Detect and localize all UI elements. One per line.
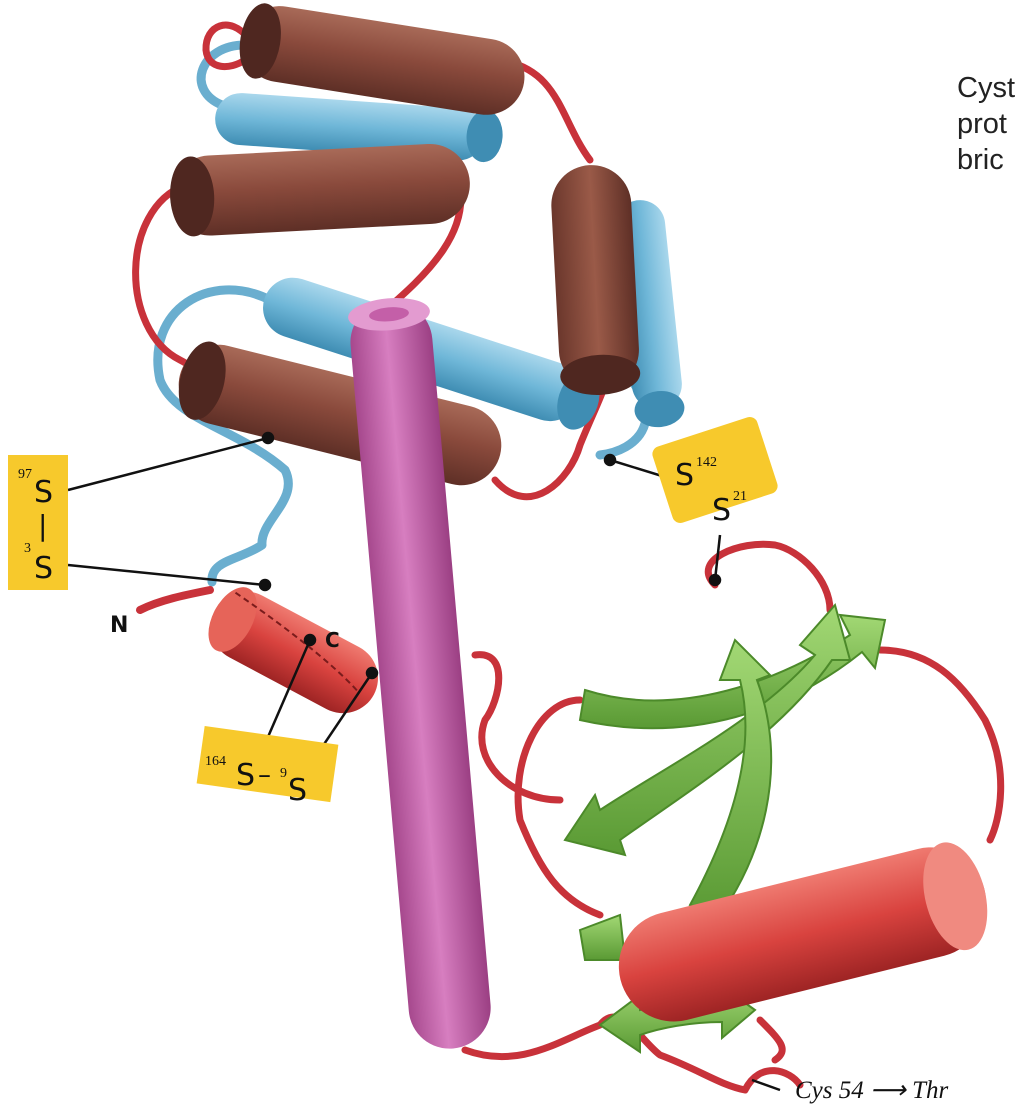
label-164-atom: S: [236, 758, 255, 793]
beta-strand-lower-left: [580, 915, 625, 960]
red-helix-n-terminal: [199, 579, 391, 725]
anchor-dot-21: [710, 575, 720, 585]
label-97-3-bond: |: [38, 509, 47, 542]
label-3-atom: S: [34, 551, 53, 586]
label-164-9-bond: –: [258, 760, 271, 790]
red-loop-to-sheet: [708, 544, 830, 610]
label-21-atom: S: [712, 493, 731, 528]
label-164-sup: 164: [205, 754, 226, 769]
anchor-dot-164: [305, 635, 315, 645]
label-21-sup: 21: [733, 489, 747, 504]
label-9-sup: 9: [280, 766, 287, 781]
anchor-dot-142: [605, 455, 615, 465]
red-helix-lower-right: [607, 836, 997, 1033]
label-9-atom: S: [288, 773, 307, 808]
anchor-dot-9: [367, 668, 377, 678]
label-n-terminus: N: [110, 613, 128, 638]
label-c-terminus: C: [325, 628, 340, 652]
brown-helix-second: [168, 142, 472, 238]
label-mutation: Cys 54 ⟶ Thr: [795, 1077, 948, 1104]
anchor-dot-3: [260, 580, 270, 590]
anchor-dot-97: [263, 433, 273, 443]
beta-strand-2: [565, 605, 850, 855]
label-97-atom: S: [34, 475, 53, 510]
label-3-sup: 3: [24, 541, 31, 556]
label-142-sup: 142: [696, 455, 717, 470]
label-142-atom: S: [675, 458, 694, 493]
brown-helix-right-vertical: [549, 163, 641, 397]
red-loop-bottom-right: [760, 1020, 782, 1060]
red-loop-right-side: [880, 650, 1001, 840]
red-loop-n-terminus: [140, 590, 210, 610]
label-97-sup: 97: [18, 467, 32, 482]
